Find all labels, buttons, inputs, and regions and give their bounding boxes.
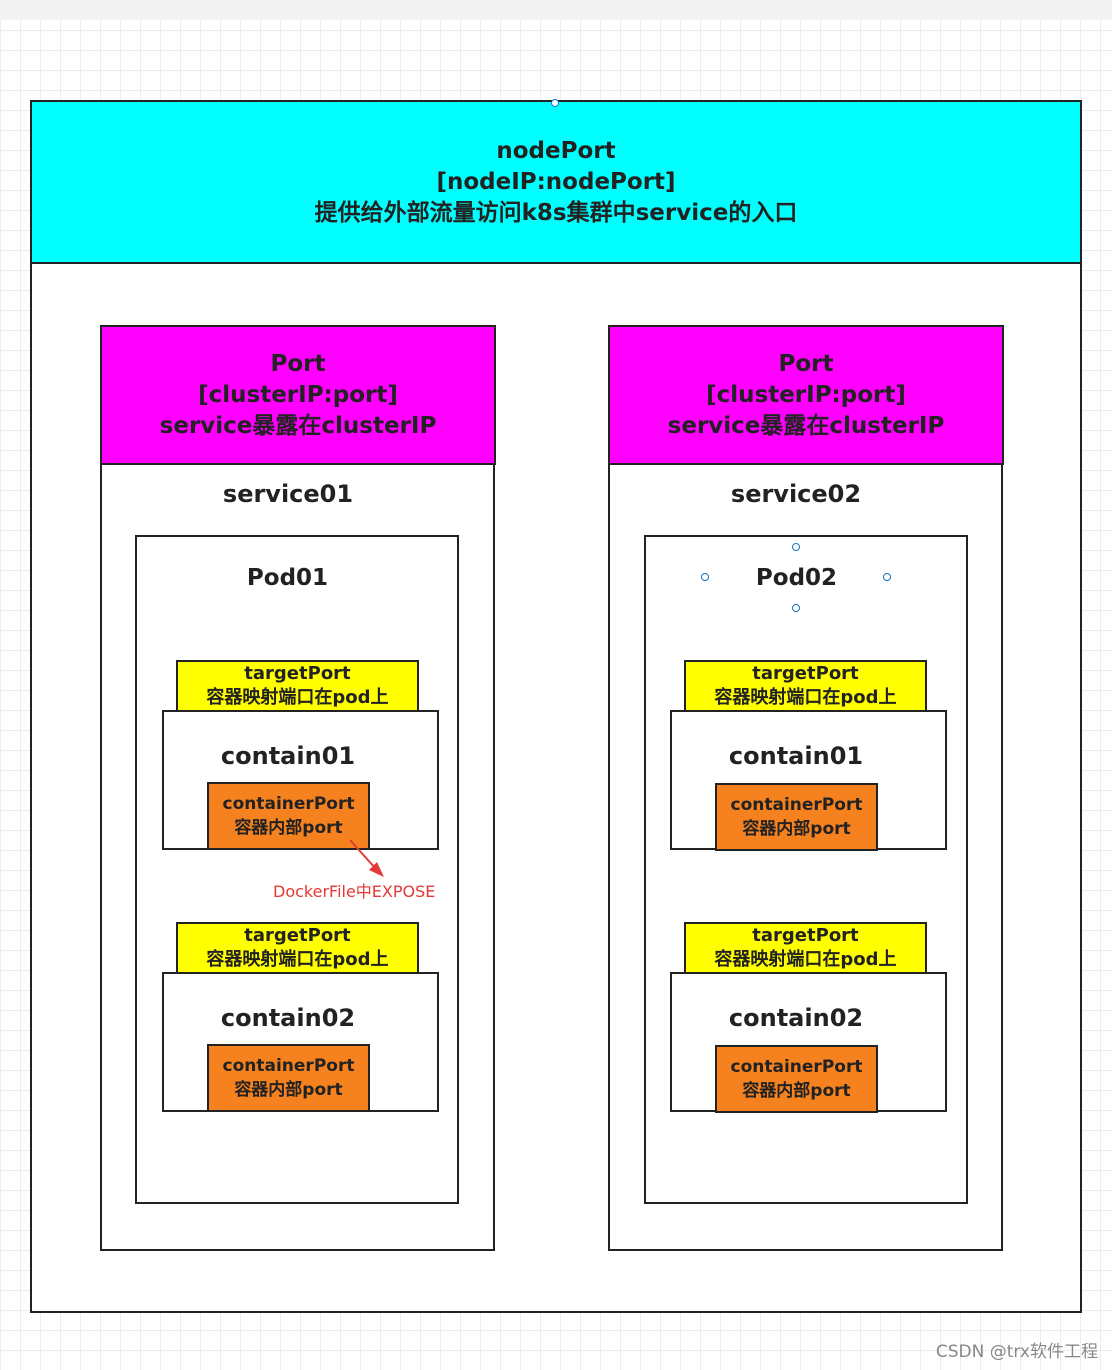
container-port-box[interactable]: containerPort 容器内部port: [715, 783, 878, 851]
service-port-header[interactable]: Port [clusterIP:port] service暴露在clusterI…: [100, 325, 496, 465]
annotation-arrow-head: [369, 862, 384, 877]
pod-name[interactable]: Pod02: [755, 565, 838, 591]
target-port-box[interactable]: targetPort 容器映射端口在pod上: [684, 660, 927, 712]
pod-label-selection-handle-right[interactable]: [883, 573, 891, 581]
service-name: service01: [222, 480, 354, 508]
container-name: contain01: [728, 742, 864, 770]
container-port-box[interactable]: containerPort 容器内部port: [207, 1044, 370, 1112]
annotation-text[interactable]: DockerFile中EXPOSE: [273, 882, 436, 901]
service-port-header[interactable]: Port [clusterIP:port] service暴露在clusterI…: [608, 325, 1004, 465]
pod-label-selection-handle-bottom[interactable]: [792, 604, 800, 612]
container-name: contain02: [220, 1004, 356, 1032]
container-name: contain01: [220, 742, 356, 770]
target-port-box[interactable]: targetPort 容器映射端口在pod上: [684, 922, 927, 974]
service-name: service02: [730, 480, 862, 508]
annotation-arrow-line[interactable]: [349, 839, 377, 870]
container-name: contain02: [728, 1004, 864, 1032]
pod-label-selection-handle-left[interactable]: [701, 573, 709, 581]
watermark: CSDN @trx软件工程: [935, 1342, 1098, 1362]
target-port-box[interactable]: targetPort 容器映射端口在pod上: [176, 660, 419, 712]
node-selection-handle[interactable]: [551, 99, 559, 107]
node-port-header[interactable]: nodePort [nodeIP:nodePort] 提供给外部流量访问k8s集…: [30, 100, 1082, 264]
canvas-top-bar: [0, 0, 1112, 20]
target-port-box[interactable]: targetPort 容器映射端口在pod上: [176, 922, 419, 974]
container-port-box[interactable]: containerPort 容器内部port: [715, 1045, 878, 1113]
container-port-box[interactable]: containerPort 容器内部port: [207, 782, 370, 850]
pod-label-selection-handle-top[interactable]: [792, 543, 800, 551]
pod-name: Pod01: [246, 565, 329, 591]
